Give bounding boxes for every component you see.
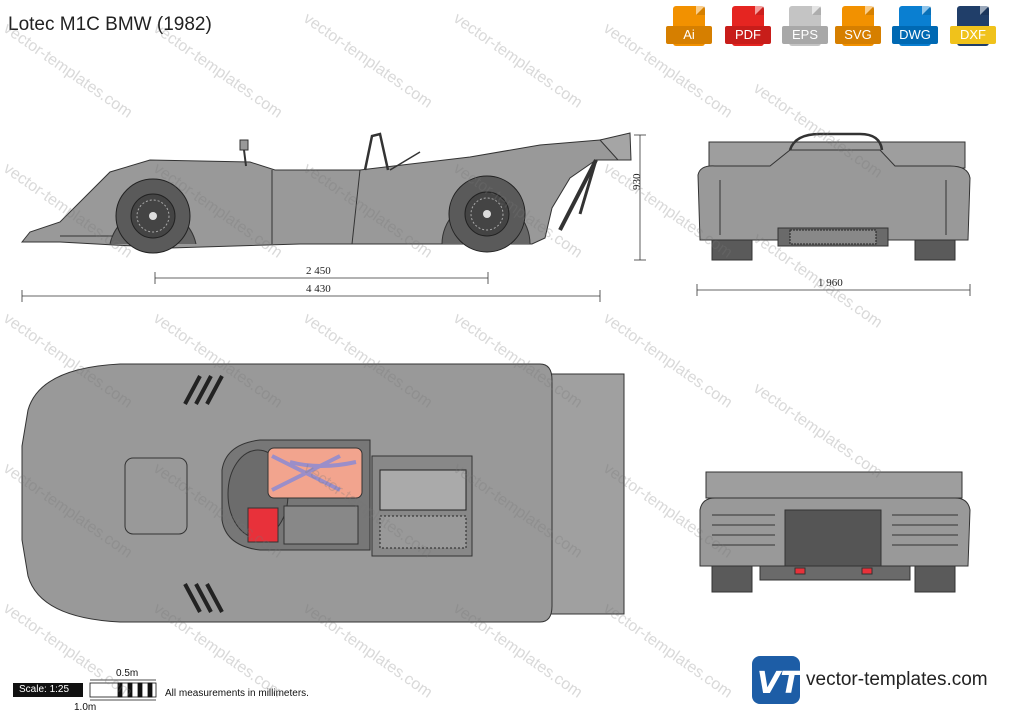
format-label: DWG xyxy=(892,26,938,44)
scale-full-label: 1.0m xyxy=(74,702,97,713)
dwg-file-icon[interactable]: DWG xyxy=(892,6,938,52)
vt-logo: VT xyxy=(752,656,803,704)
format-label: PDF xyxy=(725,26,771,44)
format-label: DXF xyxy=(950,26,996,44)
measurement-note: All measurements in millimeters. xyxy=(165,688,309,699)
vt-logo-text: VT xyxy=(757,666,803,701)
pdf-file-icon[interactable]: PDF xyxy=(725,6,771,52)
ai-file-icon[interactable]: Ai xyxy=(666,6,712,52)
brand-link[interactable]: vector-templates.com xyxy=(806,669,988,690)
dxf-file-icon[interactable]: DXF xyxy=(950,6,996,52)
scale-half-label: 0.5m xyxy=(116,668,139,679)
top-view xyxy=(21,363,625,623)
svg-file-icon[interactable]: SVG xyxy=(835,6,881,52)
scale-bar xyxy=(89,679,157,701)
side-front-wheel xyxy=(115,178,191,254)
side-dimension-lines xyxy=(21,134,971,302)
eps-file-icon[interactable]: EPS xyxy=(782,6,828,52)
height-dimension: 930 xyxy=(631,173,643,191)
format-label: Ai xyxy=(666,26,712,44)
front-view xyxy=(697,132,971,261)
format-label: SVG xyxy=(835,26,881,44)
rear-view xyxy=(699,471,971,593)
wheelbase-dimension: 2 450 xyxy=(306,265,331,277)
side-view xyxy=(20,132,632,249)
side-rear-wheel xyxy=(448,175,526,253)
length-dimension: 4 430 xyxy=(306,283,331,295)
scale-label: Scale: 1:25 xyxy=(13,683,83,697)
width-dimension: 1 960 xyxy=(818,277,843,289)
format-label: EPS xyxy=(782,26,828,44)
page-title: Lotec M1C BMW (1982) xyxy=(8,14,212,35)
